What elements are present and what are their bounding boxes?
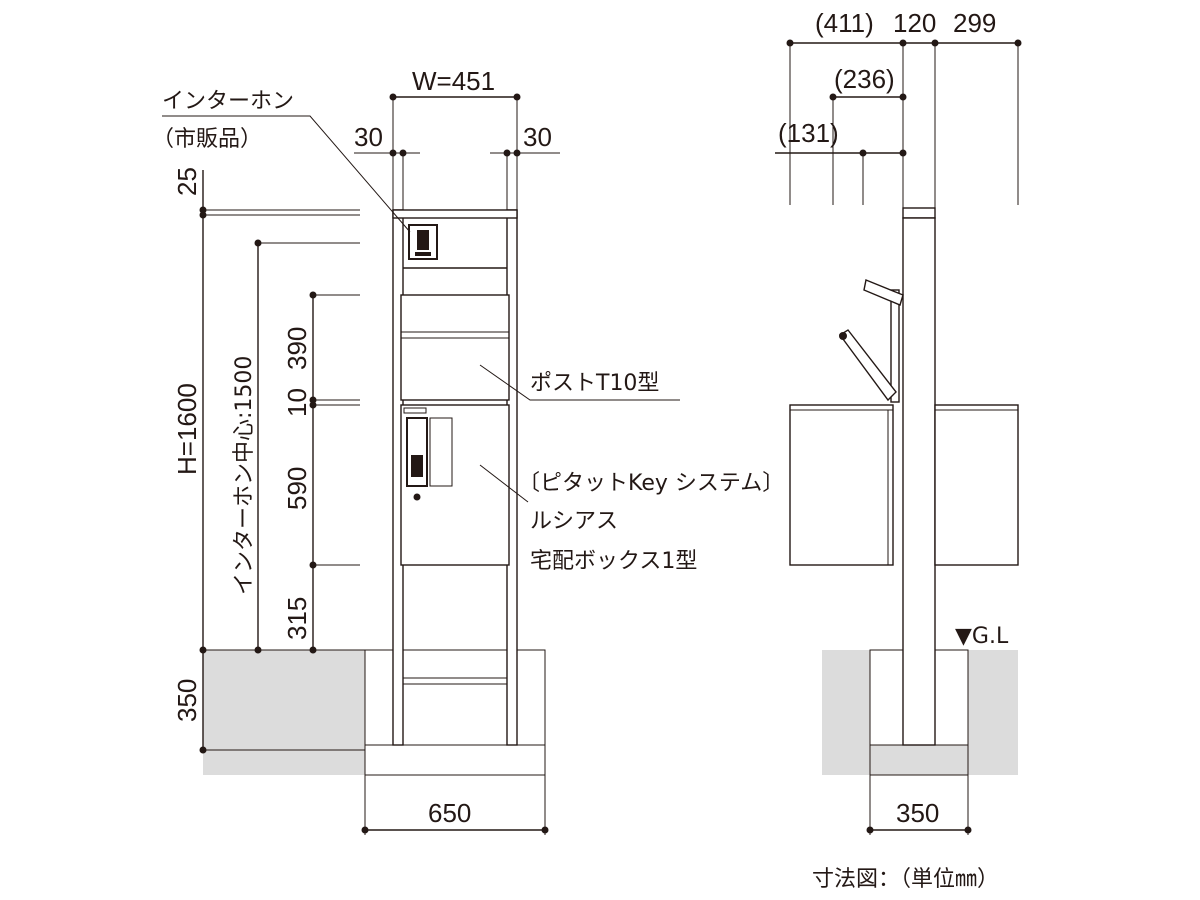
- dim-pole: 120: [893, 8, 936, 38]
- leader-delivery-box: [479, 464, 529, 503]
- post-t10: [400, 294, 510, 401]
- dim-post-height: 390: [282, 327, 312, 370]
- gravel-base: [364, 744, 546, 776]
- delivery-box-side-back: [934, 404, 1019, 566]
- dim-gap: 10: [282, 388, 312, 417]
- dim-foundation-front: 650: [428, 798, 471, 828]
- label-ground-level: ▼G.L: [955, 624, 1009, 649]
- dim-back-depth: 299: [953, 8, 996, 38]
- dim-mid-projection: (236): [834, 64, 895, 94]
- caption-units: 寸法図：（単位㎜）: [812, 867, 999, 892]
- side-view: (411) 120 299 (236) (131) ▼G.L 350: [775, 8, 1022, 835]
- dim-width: W=451: [412, 66, 495, 96]
- dim-bottom-gap: 315: [282, 597, 312, 640]
- pole: [902, 217, 936, 746]
- dim-front-projection: (411): [815, 8, 874, 38]
- label-system: 〔ピタットKey システム〕: [518, 471, 784, 496]
- dim-intercom-center: インターホン中心:1500: [232, 356, 257, 595]
- dim-left-post: 30: [354, 122, 383, 152]
- label-intercom: インターホン: [162, 89, 294, 114]
- dim-right-post: 30: [523, 122, 552, 152]
- dim-embed-depth: 350: [172, 679, 202, 722]
- post-flap-open: [838, 279, 904, 403]
- label-lucias: ルシアス: [530, 509, 618, 534]
- dim-small-projection: (131): [778, 118, 839, 148]
- intercom-device: [408, 224, 438, 260]
- ground-left: [203, 650, 365, 775]
- leader-post: [479, 364, 680, 401]
- dim-foundation-side: 350: [896, 798, 939, 828]
- dim-height: H=1600: [172, 383, 202, 475]
- label-intercom-note: （市販品）: [152, 127, 262, 152]
- dim-top-cap: 25: [172, 167, 202, 196]
- label-delivery-box: 宅配ボックス1型: [530, 549, 697, 574]
- pole-cap: [902, 207, 936, 219]
- foundation-front: [365, 650, 545, 745]
- top-cap: [392, 209, 518, 219]
- delivery-box-side-front: [789, 404, 894, 566]
- front-view: 25 H=1600 インターホン中心:1500 390 10 590 315 3…: [152, 66, 784, 835]
- leader-intercom: [162, 115, 411, 233]
- label-post: ポストT10型: [530, 371, 659, 396]
- dim-box-height: 590: [282, 467, 312, 510]
- delivery-box: [400, 404, 510, 566]
